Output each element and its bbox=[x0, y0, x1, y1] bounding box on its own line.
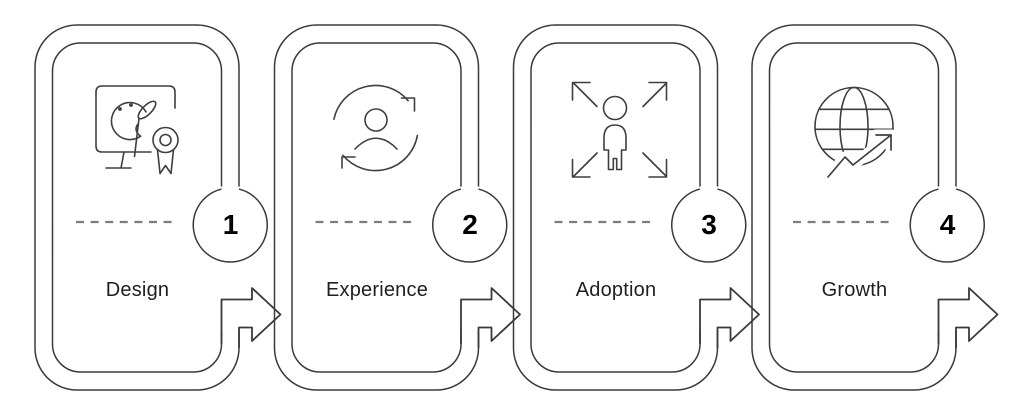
step-number-badge: 3 bbox=[701, 209, 717, 240]
palette-monitor-award-icon bbox=[95, 85, 179, 175]
step-number-badge: 2 bbox=[462, 209, 478, 240]
user-sync-arrows-icon bbox=[333, 84, 419, 172]
step-label: Adoption bbox=[575, 279, 657, 301]
step-label: Design bbox=[105, 279, 170, 301]
globe-trend-arrow-icon bbox=[815, 88, 893, 178]
step-number-badge: 4 bbox=[939, 209, 956, 240]
step-number-badge: 1 bbox=[222, 209, 239, 240]
step-label: Experience bbox=[325, 279, 429, 301]
person-expand-arrows-icon bbox=[571, 81, 668, 178]
step-label: Growth bbox=[821, 279, 888, 301]
